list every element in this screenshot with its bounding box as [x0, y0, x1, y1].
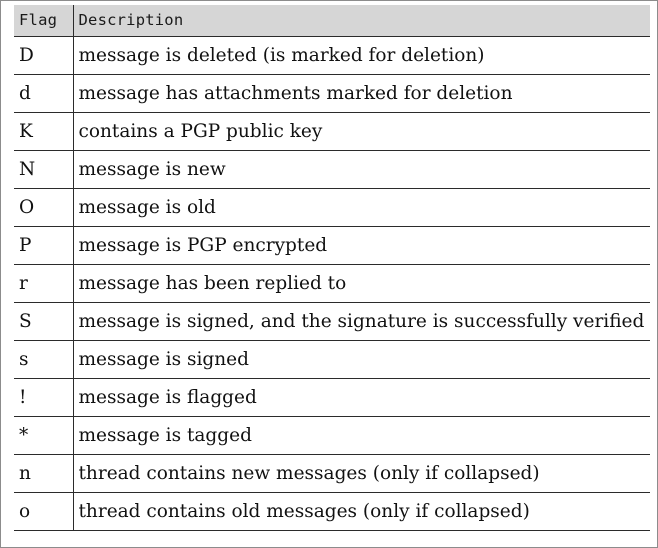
table-row: D message is deleted (is marked for dele…	[14, 36, 650, 75]
flag-cell: n	[14, 454, 74, 493]
flag-cell: r	[14, 264, 74, 303]
flag-cell: N	[14, 150, 74, 189]
flag-cell: s	[14, 340, 74, 379]
table-row: O message is old	[14, 188, 650, 227]
flags-table: Flag Description D message is deleted (i…	[14, 5, 650, 531]
table-body: D message is deleted (is marked for dele…	[14, 36, 650, 531]
flag-cell: *	[14, 416, 74, 455]
description-cell: message is signed	[73, 340, 650, 379]
table-row: o thread contains old messages (only if …	[14, 492, 650, 531]
table-header: Flag Description	[14, 5, 650, 37]
description-cell: thread contains old messages (only if co…	[73, 492, 650, 531]
table-row: n thread contains new messages (only if …	[14, 454, 650, 493]
table-row: S message is signed, and the signature i…	[14, 302, 650, 341]
description-cell: message is flagged	[73, 378, 650, 417]
description-cell: message is tagged	[73, 416, 650, 455]
flag-cell: S	[14, 302, 74, 341]
description-cell: message has attachments marked for delet…	[73, 74, 650, 113]
column-header-flag: Flag	[14, 5, 74, 37]
description-cell: contains a PGP public key	[73, 112, 650, 151]
flag-cell: d	[14, 74, 74, 113]
flag-cell: D	[14, 36, 74, 75]
description-cell: message has been replied to	[73, 264, 650, 303]
table-row: P message is PGP encrypted	[14, 226, 650, 265]
flag-cell: O	[14, 188, 74, 227]
description-cell: message is deleted (is marked for deleti…	[73, 36, 650, 75]
description-cell: message is PGP encrypted	[73, 226, 650, 265]
table-row: s message is signed	[14, 340, 650, 379]
table-row: K contains a PGP public key	[14, 112, 650, 151]
header-row: Flag Description	[14, 5, 650, 37]
description-cell: message is signed, and the signature is …	[73, 302, 650, 341]
description-cell: message is old	[73, 188, 650, 227]
column-header-description: Description	[73, 5, 650, 37]
table-row: N message is new	[14, 150, 650, 189]
table-row: d message has attachments marked for del…	[14, 74, 650, 113]
description-cell: message is new	[73, 150, 650, 189]
flag-cell: !	[14, 378, 74, 417]
flag-cell: P	[14, 226, 74, 265]
table-row: r message has been replied to	[14, 264, 650, 303]
description-cell: thread contains new messages (only if co…	[73, 454, 650, 493]
flag-cell: o	[14, 492, 74, 531]
table-row: * message is tagged	[14, 416, 650, 455]
flag-cell: K	[14, 112, 74, 151]
table-row: ! message is flagged	[14, 378, 650, 417]
